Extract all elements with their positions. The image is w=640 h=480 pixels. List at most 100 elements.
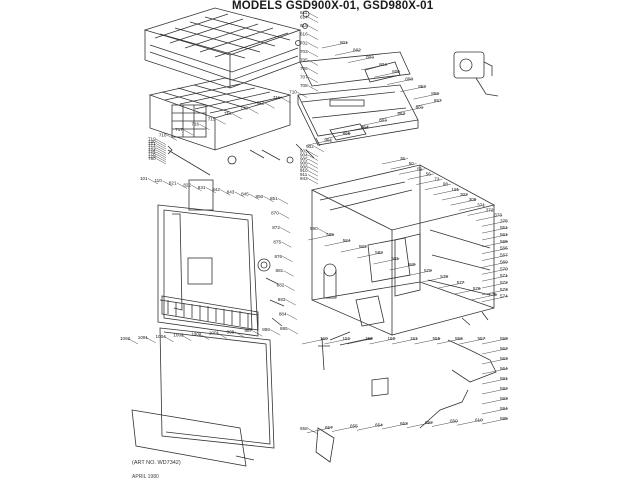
part-number-label: 615 (300, 23, 308, 28)
leader-line (163, 336, 174, 342)
part-number-label: 713 (240, 106, 248, 111)
leader-line (387, 78, 414, 85)
leader-line (424, 183, 451, 190)
leader-line (321, 42, 349, 49)
part-number-label: 152 (365, 336, 373, 341)
leader-line (155, 147, 167, 154)
part-number-label: 36 (400, 156, 406, 161)
leader-line (155, 158, 167, 165)
part-number-label: 821 (169, 180, 177, 185)
leader-line (361, 64, 388, 71)
leader-line (252, 330, 263, 337)
part-number-label: 857 (434, 98, 442, 103)
leader-line (481, 289, 509, 296)
part-number-label: 569 (500, 259, 508, 264)
outer-door-panel (131, 179, 275, 467)
part-number-label: 702 (300, 40, 308, 45)
leader-line (481, 368, 509, 375)
part-number-label: 654 (375, 422, 383, 427)
leader-line (481, 282, 509, 289)
leader-line (191, 184, 202, 191)
leader-line (481, 241, 509, 248)
part-number-label: 98 (443, 182, 449, 187)
part-number-label: 882 (277, 283, 285, 288)
part-number-label: 50 (409, 161, 415, 166)
leader-line (481, 295, 509, 302)
part-number-label: 714 (224, 111, 232, 116)
leader-line (379, 113, 406, 120)
leader-line (127, 338, 139, 345)
leader-line (286, 313, 297, 320)
leader-line (361, 120, 388, 126)
part-number-label: 556 (455, 336, 463, 341)
leader-line (307, 16, 319, 23)
part-number-label: 856 (431, 91, 439, 96)
part-number-label: 773 (148, 145, 156, 150)
part-number-label: 592 (500, 386, 508, 391)
part-number-label: 903 (300, 149, 308, 154)
part-number-label: 774 (148, 147, 156, 152)
leader-line (176, 182, 187, 189)
part-number-label: 578 (440, 274, 448, 279)
leader-line (389, 264, 416, 271)
leader-line (340, 246, 367, 253)
leader-line (405, 270, 433, 277)
part-number-label: 851 (270, 196, 278, 201)
leader-line (277, 198, 289, 205)
part-number-label: 720 (148, 139, 156, 144)
part-number-label: 590 (310, 226, 318, 231)
leader-line (481, 261, 509, 268)
leader-line (422, 276, 449, 283)
part-number-label: 551 (500, 225, 508, 230)
leader-line (264, 102, 275, 109)
leader-line (331, 425, 359, 432)
leader-line (400, 86, 427, 93)
leader-line (297, 91, 308, 98)
part-number-label: 563 (500, 356, 508, 361)
leader-line (307, 34, 319, 40)
leader-line (390, 163, 417, 170)
part-number-label: 565 (500, 239, 508, 244)
leader-line (456, 419, 484, 426)
leader-line (283, 270, 294, 277)
part-number-label: 594 (500, 406, 508, 411)
part-number-label: 653 (400, 421, 408, 426)
leader-line (155, 154, 167, 160)
leader-line (381, 423, 409, 430)
leader-line (374, 71, 401, 78)
part-number-label: 862 (397, 111, 405, 116)
part-number-label: 308 (469, 197, 477, 202)
control-console (297, 51, 419, 146)
leader-line (306, 427, 334, 433)
leader-line (467, 209, 494, 216)
part-number-label: 806 (392, 69, 400, 74)
part-number-label: 110 (154, 178, 162, 183)
leader-line (307, 174, 319, 181)
leader-line (307, 51, 319, 58)
leader-line (476, 214, 503, 221)
part-number-label: 375 (500, 218, 508, 223)
part-number-label: 703 (300, 49, 308, 54)
leader-line (155, 151, 167, 158)
part-number-label: 579 (424, 268, 432, 273)
print-date: APRIL 1980 (132, 474, 159, 480)
part-number-label: 557 (478, 336, 486, 341)
part-number-label: 712 (257, 100, 265, 105)
leader-line (199, 333, 210, 340)
leader-line (334, 49, 362, 56)
part-number-label: 711 (273, 95, 281, 100)
leader-line (183, 129, 194, 136)
part-number-label: 583 (359, 244, 367, 249)
part-number-label: 652 (425, 420, 433, 425)
part-number-label: 566 (500, 246, 508, 251)
leader-line (162, 180, 173, 187)
part-number-label: 610 (475, 417, 483, 422)
part-number-label: 582 (375, 250, 383, 255)
part-number-label: 616 (300, 32, 308, 37)
leader-line (399, 168, 426, 175)
part-number-label: 875 (273, 239, 281, 244)
part-number-label: 614 (300, 15, 308, 20)
part-number-label: 595 (500, 416, 508, 421)
leader-line (147, 178, 159, 185)
